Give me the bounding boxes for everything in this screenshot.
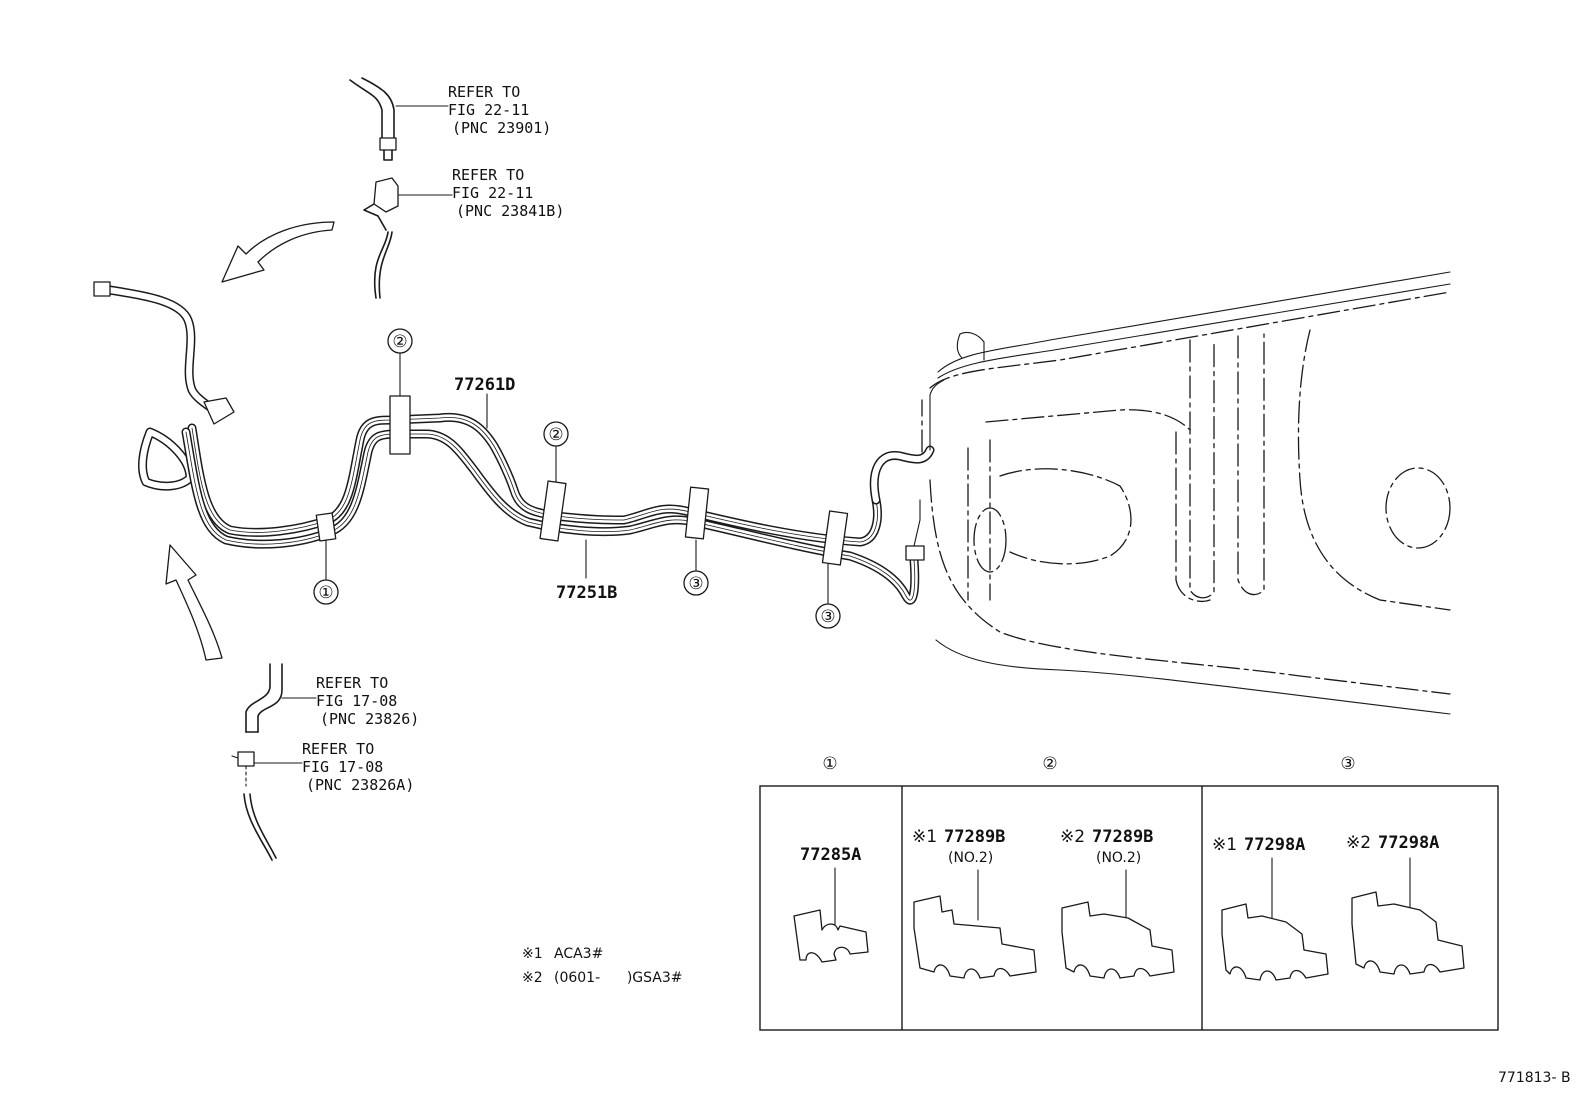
- table-header-2: ②: [1042, 754, 1057, 774]
- table-header-3: ③: [1340, 754, 1355, 774]
- clip-77289b-1-shape: [913, 895, 1037, 979]
- table-prefix-77289b-2: ※2: [1060, 827, 1085, 847]
- table-prefix-77298a-1: ※1: [1212, 835, 1237, 855]
- ref-label-23826-line1: REFER TO: [316, 674, 388, 692]
- ref-label-23901-line1: REFER TO: [448, 83, 520, 101]
- note-1-text: ACA3#: [554, 946, 603, 962]
- hose-23826: [245, 663, 283, 733]
- clamp-2-left: [389, 395, 411, 455]
- part-number-77261d: 77261D: [454, 375, 515, 395]
- callout-2-left: ②: [392, 332, 407, 352]
- ref-label-23826a-line3: (PNC 23826A): [306, 776, 414, 794]
- bracket-connector-23841b: [363, 177, 399, 299]
- clamp-3-left: [684, 486, 710, 540]
- clip-23826a: [231, 751, 277, 861]
- note-2-text: (0601- )GSA3#: [554, 970, 683, 986]
- lower-direction-arrow: [165, 544, 223, 661]
- callout-1: ①: [318, 583, 333, 603]
- table-sub-77289b-1: (NO.2): [948, 850, 993, 866]
- callout-3-left: ③: [688, 574, 703, 594]
- fuel-tube-pair: [181, 412, 920, 605]
- clip-77285a-shape: [793, 909, 869, 963]
- clamp-2-right: [539, 480, 567, 542]
- callout-3-right: ③: [820, 607, 835, 627]
- drawing-code: 771813- B: [1498, 1070, 1571, 1086]
- clip-77289b-2-shape: [1061, 901, 1175, 979]
- note-1-mark: ※1: [522, 946, 543, 962]
- ref-label-23841b-line1: REFER TO: [452, 166, 524, 184]
- part-number-77251b: 77251B: [556, 583, 617, 603]
- ref-label-23826a-line1: REFER TO: [302, 740, 374, 758]
- table-part-77289b-2: 77289B: [1092, 827, 1153, 847]
- ref-label-23826a-line2: FIG 17-08: [302, 758, 383, 776]
- table-prefix-77298a-2: ※2: [1346, 833, 1371, 853]
- fuel-tank-outline: [921, 271, 1451, 715]
- ref-label-23841b-line3: (PNC 23841B): [456, 202, 564, 220]
- table-prefix-77289b-1: ※1: [912, 827, 937, 847]
- clip-77298a-2-shape: [1351, 891, 1465, 975]
- filler-tube: [93, 281, 235, 425]
- clamp-3-right: [821, 510, 849, 566]
- clip-77298a-1-shape: [1221, 903, 1329, 981]
- loop-hose: [138, 427, 195, 491]
- ref-label-23901-line2: FIG 22-11: [448, 101, 529, 119]
- table-header-1: ①: [822, 754, 837, 774]
- note-2-mark: ※2: [522, 970, 543, 986]
- clip-parts-table: [759, 785, 1499, 1031]
- table-sub-77289b-2: (NO.2): [1096, 850, 1141, 866]
- clamp-1: [315, 512, 337, 542]
- table-part-77285a: 77285A: [800, 845, 861, 865]
- ref-label-23901-line3: (PNC 23901): [452, 119, 551, 137]
- table-part-77289b-1: 77289B: [944, 827, 1005, 847]
- ref-label-23826-line2: FIG 17-08: [316, 692, 397, 710]
- upper-direction-arrow: [221, 221, 335, 283]
- hose-connector-23901: [349, 77, 397, 161]
- table-part-77298a-1: 77298A: [1244, 835, 1305, 855]
- ref-label-23841b-line2: FIG 22-11: [452, 184, 533, 202]
- tank-hose: [869, 445, 935, 561]
- callout-2-right: ②: [548, 425, 563, 445]
- ref-label-23826-line3: (PNC 23826): [320, 710, 419, 728]
- table-part-77298a-2: 77298A: [1378, 833, 1439, 853]
